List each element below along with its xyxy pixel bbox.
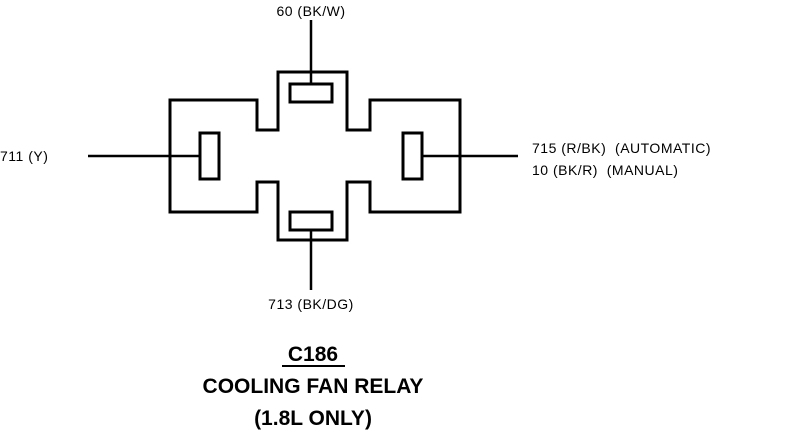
wire-label-left: 711 (Y) <box>0 148 48 164</box>
connector-note: (1.8L ONLY) <box>254 407 372 430</box>
wire-label-right-automatic: 715 (R/BK) (AUTOMATIC) <box>532 140 711 156</box>
wire-label-bottom: 713 (BK/DG) <box>268 296 354 312</box>
connector-housing-outline <box>168 70 462 242</box>
connector-id: C186 <box>288 343 338 366</box>
connector-name: COOLING FAN RELAY <box>203 375 424 398</box>
terminal-left <box>198 131 221 181</box>
terminal-top <box>288 82 334 104</box>
terminal-bottom <box>288 210 334 232</box>
terminal-right <box>401 131 424 181</box>
wire-label-top: 60 (BK/W) <box>276 3 345 19</box>
wire-label-right-manual: 10 (BK/R) (MANUAL) <box>532 162 678 178</box>
